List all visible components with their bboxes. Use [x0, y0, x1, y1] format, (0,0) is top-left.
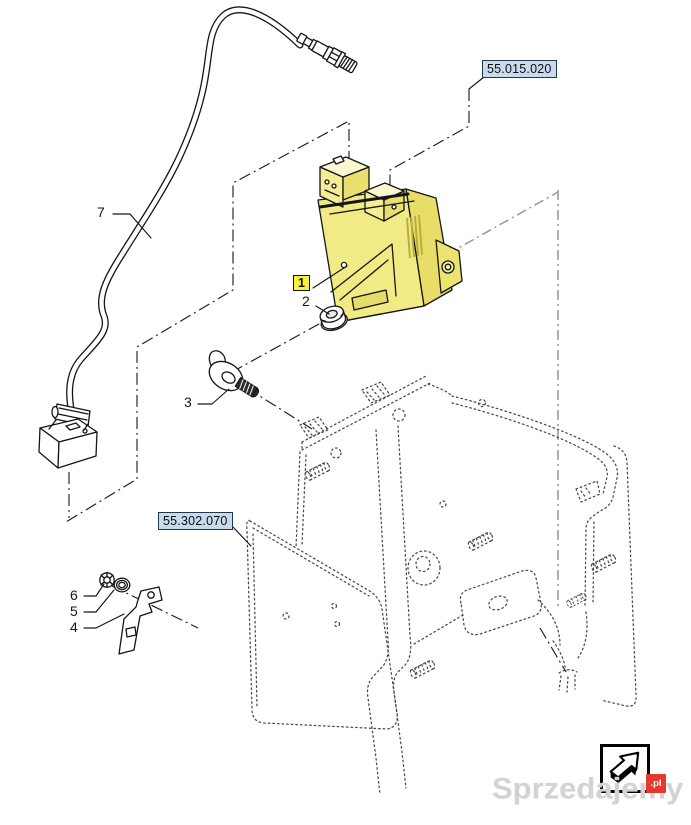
flange-nut-drawing: [319, 305, 348, 332]
callout-4: 4: [70, 619, 78, 635]
base-panel-outline: [246, 519, 398, 730]
stud-bolt: [409, 659, 436, 679]
washer-drawing: [113, 577, 131, 593]
axis-lines: [65, 89, 567, 673]
support-bracket-drawing: [118, 586, 163, 655]
stud-bolt: [566, 592, 587, 608]
ref-label-bracket-page[interactable]: 55.302.070: [158, 512, 233, 530]
harness-connector: [38, 403, 98, 469]
ecu-module-drawing: [317, 155, 463, 323]
ref-label-module-page[interactable]: 55.015.020: [482, 60, 557, 78]
stud-bolt: [590, 553, 617, 573]
screw-washer-drawing: [208, 350, 260, 398]
callout-3: 3: [184, 394, 192, 410]
callout-1-highlighted: 1: [293, 275, 310, 291]
callout-5: 5: [70, 603, 78, 619]
sprzedajemy-logo: [600, 744, 650, 793]
lock-washer-drawing: [99, 571, 115, 589]
callout-6: 6: [70, 587, 78, 603]
stud-bolt: [467, 531, 494, 551]
pl-domain-badge: .pl: [646, 774, 666, 793]
callout-7: 7: [97, 204, 105, 220]
ref-leader-bracket: [232, 526, 252, 547]
mounting-frame-outline: [295, 375, 637, 796]
sensor-body: [296, 32, 358, 74]
ref-leader-module: [468, 76, 485, 90]
sensor-harness-drawing: [38, 6, 358, 469]
callout-2: 2: [302, 293, 310, 309]
arrow-up-right-icon: [609, 751, 640, 784]
leader-lines: [83, 76, 485, 629]
stud-bolt: [304, 461, 331, 481]
